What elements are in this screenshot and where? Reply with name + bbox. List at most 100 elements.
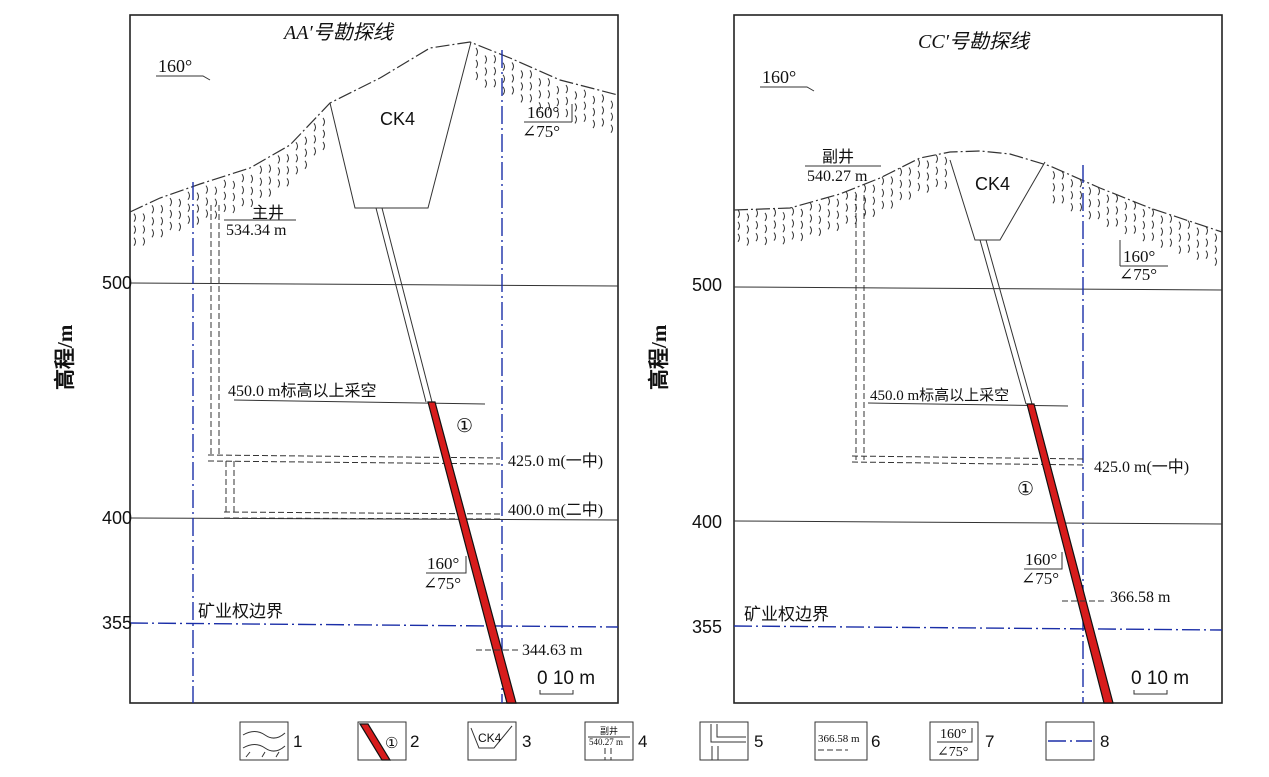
svg-text:8: 8 [1100, 732, 1109, 751]
right-scale-bar: 0 10 m [1131, 668, 1189, 695]
svg-text:副井: 副井 [600, 725, 618, 736]
svg-text:∠75°: ∠75° [423, 574, 461, 593]
svg-text:∠75°: ∠75° [937, 745, 968, 760]
svg-text:160°: 160° [1123, 247, 1155, 266]
left-section: AA′号勘探线 160° CK4 160° ∠75° 500 400 355 高… [53, 14, 619, 704]
svg-text:7: 7 [985, 732, 994, 751]
left-vein-id: ① [456, 416, 473, 437]
svg-text:0 10 m: 0 10 m [537, 668, 595, 689]
svg-text:6: 6 [871, 732, 880, 751]
right-vein-attitude: 160° ∠75° [1021, 550, 1063, 588]
svg-text:160°: 160° [158, 56, 192, 76]
right-bottom-elev: 366.58 m [1110, 589, 1171, 606]
right-frame [733, 14, 1223, 704]
right-goaf-label: 450.0 m标高以上采空 [870, 387, 1009, 404]
svg-text:1: 1 [293, 732, 302, 751]
left-tick-500: 500 [102, 273, 132, 293]
svg-text:4: 4 [638, 732, 647, 751]
left-ore-vein [427, 401, 517, 704]
left-boundary-label: 矿业权边界 [198, 602, 283, 621]
left-elev-500 [129, 282, 619, 287]
left-level-400: 400.0 m(二中) [508, 501, 603, 519]
left-weathered-layer [133, 47, 613, 246]
right-surface-attitude: 160° ∠75° [1119, 240, 1168, 284]
left-vein-attitude: 160° ∠75° [423, 554, 467, 593]
right-aux-shaft: 副井 540.27 m [805, 148, 881, 460]
svg-text:160°: 160° [427, 554, 459, 573]
svg-text:∠75°: ∠75° [522, 122, 560, 141]
left-level-425: 425.0 m(一中) [508, 452, 603, 470]
left-azimuth-arrow: 160° [156, 56, 211, 81]
svg-text:2: 2 [410, 732, 419, 751]
left-boundary-355 [129, 622, 619, 628]
right-boundary-355 [733, 625, 1223, 631]
legend-item-3: CK4 3 [467, 721, 531, 761]
left-tick-400: 400 [102, 508, 132, 528]
svg-text:160°: 160° [940, 727, 967, 742]
svg-text:366.58 m: 366.58 m [818, 733, 860, 745]
left-surface-attitude: 160° ∠75° [522, 103, 573, 141]
left-drill-hole [375, 207, 433, 403]
legend-item-2: ① 2 [357, 721, 419, 761]
attitude-icon [937, 728, 973, 743]
svg-text:∠75°: ∠75° [1119, 265, 1157, 284]
right-ground-surface [733, 150, 1223, 233]
left-bottom-elev: 344.63 m [522, 642, 583, 659]
arrow-icon [156, 75, 211, 81]
left-y-axis-label: 高程/m [53, 324, 77, 390]
ore-vein-icon [358, 723, 392, 761]
legend-item-7: 160° ∠75° 7 [929, 721, 994, 761]
right-y-axis-label: 高程/m [647, 324, 671, 390]
left-tick-355: 355 [102, 613, 132, 633]
right-drill-pad [949, 159, 1046, 241]
right-drill-hole [979, 239, 1033, 405]
legend-item-4: 副井 540.27 m 4 [584, 721, 647, 761]
left-frame [129, 14, 619, 704]
left-drill-pad [329, 41, 472, 209]
right-level-425: 425.0 m(一中) [1094, 458, 1189, 476]
left-drill-label: CK4 [380, 109, 415, 129]
svg-text:160°: 160° [1025, 550, 1057, 569]
right-tick-400: 400 [692, 512, 722, 532]
legend-item-1: 1 [239, 721, 302, 761]
legend-item-5: 5 [699, 721, 763, 761]
svg-text:CK4: CK4 [478, 731, 502, 745]
right-drill-label: CK4 [975, 174, 1010, 194]
left-tunnel-425 [207, 454, 501, 465]
left-main-shaft: 主井 534.34 m [210, 204, 296, 455]
svg-text:160°: 160° [527, 103, 559, 122]
weathered-layer-icon [239, 721, 289, 761]
drill-hole-icon [470, 725, 513, 749]
left-title: AA′号勘探线 [282, 22, 395, 44]
right-title: CC′号勘探线 [918, 31, 1031, 53]
svg-text:∠75°: ∠75° [1021, 569, 1059, 588]
svg-text:3: 3 [522, 732, 531, 751]
svg-text:①: ① [385, 736, 398, 752]
right-tick-500: 500 [692, 275, 722, 295]
weathering-hatch [133, 47, 613, 246]
right-section: CC′号勘探线 160° CK4 160° ∠75° 500 400 355 高… [647, 14, 1223, 704]
svg-text:副井: 副井 [822, 148, 854, 166]
right-elev-500 [733, 286, 1223, 291]
svg-text:540.27 m: 540.27 m [589, 737, 623, 747]
svg-text:160°: 160° [762, 67, 796, 87]
left-winze [225, 461, 235, 514]
svg-text:主井: 主井 [252, 204, 284, 222]
weathering-hatch [737, 154, 1217, 266]
tunnel-icon [710, 724, 746, 760]
left-elev-400 [129, 517, 619, 521]
right-ore-vein [1026, 403, 1114, 704]
right-tick-355: 355 [692, 617, 722, 637]
left-goaf-line [233, 399, 486, 405]
right-vein-id: ① [1017, 479, 1034, 500]
legend: 1 ① 2 CK4 3 副井 540.27 m 4 5 [239, 721, 1109, 761]
legend-item-6: 366.58 m 6 [814, 721, 880, 761]
right-azimuth-arrow: 160° [760, 67, 815, 92]
svg-text:534.34 m: 534.34 m [226, 222, 287, 239]
left-scale-bar: 0 10 m [537, 668, 595, 695]
shaft-icon [604, 748, 612, 760]
right-elev-400 [733, 520, 1223, 525]
arrow-icon [760, 86, 815, 92]
